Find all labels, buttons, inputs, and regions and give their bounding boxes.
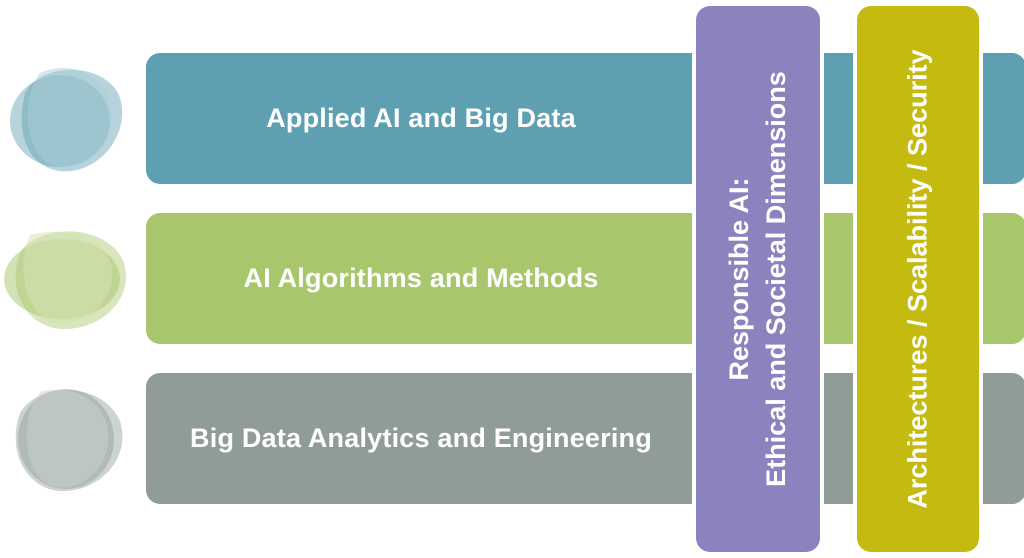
pillar-architectures: Architectures / Scalability / Security (857, 6, 979, 552)
row-label: AI Algorithms and Methods (243, 263, 599, 293)
pillar-label: Architectures / Scalability / Security (900, 49, 937, 508)
row-label: Applied AI and Big Data (266, 103, 576, 133)
row-label: Big Data Analytics and Engineering (190, 423, 652, 453)
pillar-label: Responsible AI: Ethical and Societal Dim… (721, 71, 795, 487)
blob-icon-blue (10, 67, 123, 172)
blob-icon-green (4, 231, 126, 329)
pillar-label-line-1: Architectures / Scalability / Security (902, 49, 933, 509)
blob-icon-gray (15, 389, 123, 492)
pillar-label-line-1: Responsible AI: (724, 177, 754, 381)
pillar-label-line-2: Ethical and Societal Dimensions (761, 71, 791, 487)
pillar-responsible-ai: Responsible AI: Ethical and Societal Dim… (696, 6, 820, 552)
